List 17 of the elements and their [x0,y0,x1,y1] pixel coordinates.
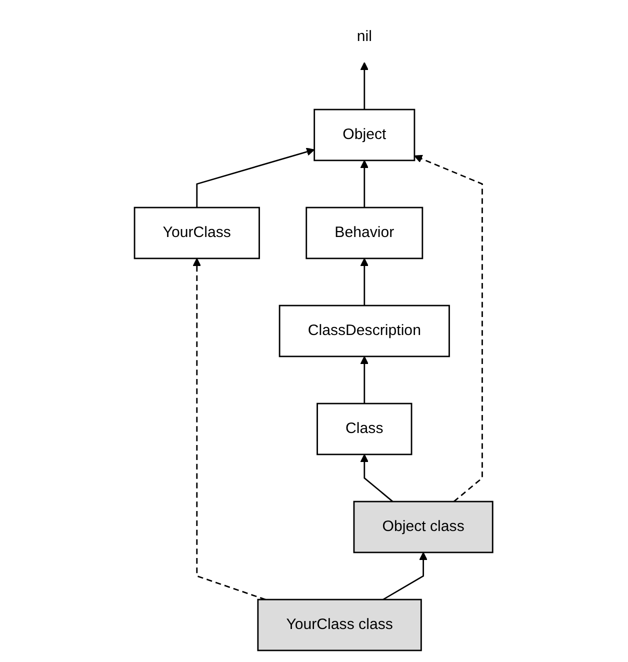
node-text: nil [357,28,372,45]
node-box: Class [316,402,413,456]
arrow [360,160,369,208]
arrow [360,454,394,502]
arrow [360,62,369,110]
arrow [193,258,266,600]
arrow [383,552,428,600]
arrow [360,356,369,404]
arrow [360,258,369,306]
arrow [414,154,484,502]
node-box: Behavior [306,206,424,260]
arrow [196,148,316,208]
node-box: Object [314,108,416,162]
node-box: YourClass class [258,598,422,652]
node-box: Object class [354,500,494,554]
node-box: YourClass [134,206,260,260]
node-box: ClassDescription [279,304,450,358]
